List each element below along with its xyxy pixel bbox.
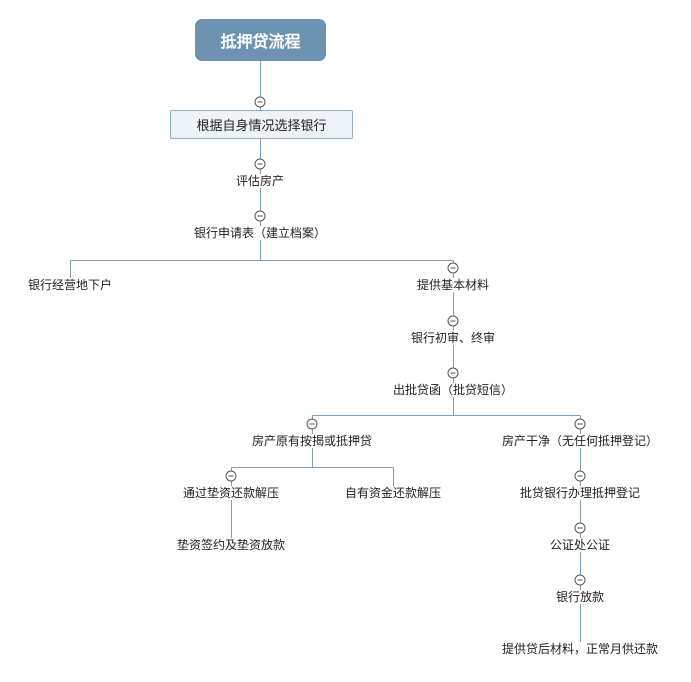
collapse-toggle-icon[interactable] bbox=[447, 262, 459, 274]
clean-property-node[interactable]: 房产干净（无任何抵押登记） bbox=[501, 434, 659, 448]
appraise-node[interactable]: 评估房产 bbox=[235, 174, 285, 188]
own-funds-repay-node[interactable]: 自有资金还款解压 bbox=[344, 486, 442, 500]
collapse-toggle-icon[interactable] bbox=[306, 418, 318, 430]
submit-materials-node[interactable]: 提供基本材料 bbox=[416, 278, 490, 292]
collapse-toggle-icon[interactable] bbox=[574, 470, 586, 482]
collapse-toggle-icon[interactable] bbox=[254, 96, 266, 108]
collapse-toggle-icon[interactable] bbox=[574, 574, 586, 586]
collapse-toggle-icon[interactable] bbox=[447, 315, 459, 327]
notary-node[interactable]: 公证处公证 bbox=[549, 538, 611, 552]
post-loan-node[interactable]: 提供贷后材料，正常月供还款 bbox=[501, 642, 659, 656]
collapse-toggle-icon[interactable] bbox=[447, 367, 459, 379]
bridge-repay-node[interactable]: 通过垫资还款解压 bbox=[182, 486, 280, 500]
collapse-toggle-icon[interactable] bbox=[574, 418, 586, 430]
root-node[interactable]: 抵押贷流程 bbox=[195, 19, 326, 61]
collapse-toggle-icon[interactable] bbox=[254, 210, 266, 222]
application-node[interactable]: 银行申请表（建立档案） bbox=[193, 226, 327, 240]
approval-letter-node[interactable]: 出批贷函（批贷短信） bbox=[392, 383, 514, 397]
collapse-toggle-icon[interactable] bbox=[574, 522, 586, 534]
collapse-toggle-icon[interactable] bbox=[254, 158, 266, 170]
collapse-toggle-icon[interactable] bbox=[225, 470, 237, 482]
mortgage-registration-node[interactable]: 批贷银行办理抵押登记 bbox=[519, 486, 641, 500]
underground-node[interactable]: 银行经营地下户 bbox=[27, 278, 113, 292]
bank-disbursement-node[interactable]: 银行放款 bbox=[555, 590, 605, 604]
bank-selection-node[interactable]: 根据自身情况选择银行 bbox=[170, 110, 353, 139]
review-node[interactable]: 银行初审、终审 bbox=[410, 331, 496, 345]
existing-mortgage-node[interactable]: 房产原有按揭或抵押贷 bbox=[251, 434, 373, 448]
bridge-sign-node[interactable]: 垫资签约及垫资放款 bbox=[176, 538, 286, 552]
